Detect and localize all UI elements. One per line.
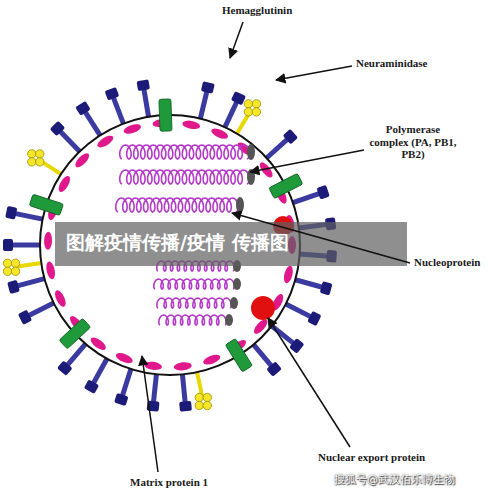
part-label: Nuclear export protein: [318, 451, 425, 464]
m2-channels: [29, 99, 303, 372]
part-label: Matrix protein 1: [130, 476, 208, 489]
banner-band: [55, 222, 407, 266]
matrix-protein: [44, 119, 296, 372]
part-label: Polymerase complex (PA, PB1, PB2): [367, 123, 459, 161]
part-label: Nucleoprotein: [414, 256, 480, 269]
watermark-banner: 图解疫情传播/疫情 传播图: [66, 232, 289, 254]
hemagglutinin-spikes: [3, 79, 337, 412]
part-label: Neuraminidase: [356, 57, 428, 70]
watermark: 搜狐号@武汉佰乐博生物: [334, 474, 455, 487]
envelope: [40, 115, 300, 375]
part-label: Hemagglutinin: [222, 4, 292, 17]
